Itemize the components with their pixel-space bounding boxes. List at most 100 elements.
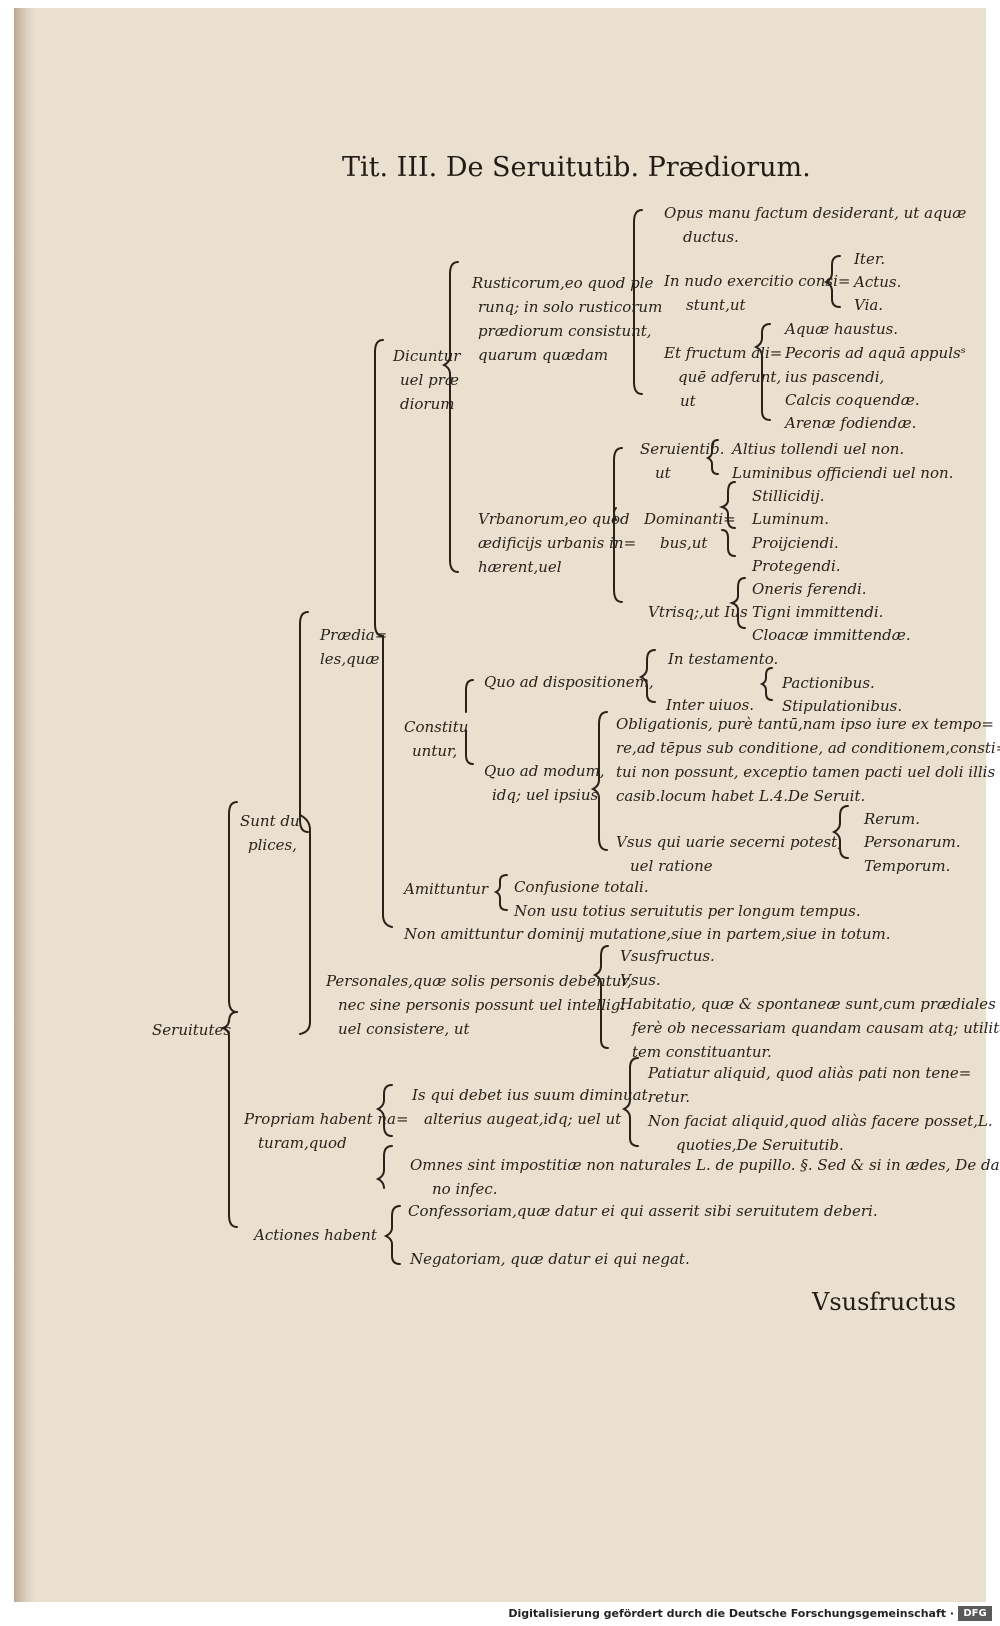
tree-node: Luminibus officiendi uel non. — [732, 464, 954, 482]
tree-node: ius pascendi, — [785, 368, 885, 386]
tree-node: Seruientib. — [640, 440, 725, 458]
tree-node: quē adferunt, — [678, 368, 782, 386]
tree-node: Vsus. — [620, 971, 661, 989]
tree-node: Luminum. — [752, 510, 829, 528]
tree-node: les,quæ — [320, 650, 380, 668]
tree-node: runq; in solo rusticorum — [478, 298, 663, 316]
tree-node: Rusticorum,eo quod ple — [472, 274, 654, 292]
tree-node: In nudo exercitio consi= — [664, 272, 851, 290]
tree-node: ædificijs urbanis in= — [478, 534, 637, 552]
tree-node: no infec. — [432, 1180, 498, 1198]
footer-bar: Digitalisierung gefördert durch die Deut… — [0, 1603, 1000, 1626]
page-title: Tit. III. De Seruitutib. Prædiorum. — [342, 152, 811, 183]
tree-node: Pactionibus. — [782, 674, 875, 692]
tree-node: Sunt du — [240, 812, 300, 830]
tree-node: Oneris ferendi. — [752, 580, 867, 598]
brace-stillicidij — [718, 481, 736, 529]
tree-node: Dicuntur — [393, 347, 461, 365]
brace-sunt-right — [299, 814, 311, 1035]
tree-node: hærent,uel — [478, 558, 562, 576]
tree-node: Non amittuntur dominij mutatione,siue in… — [404, 925, 891, 943]
brace-rusticorum — [441, 261, 459, 573]
tree-node: idq; uel ipsius — [492, 786, 599, 804]
tree-node: Rerum. — [864, 810, 920, 828]
brace-altius — [705, 439, 719, 475]
tree-node: re,ad tēpus sub conditione, ad condition… — [616, 739, 1000, 757]
footer-text: Digitalisierung gefördert durch die Deut… — [508, 1607, 954, 1620]
tree-node: ut — [680, 392, 696, 410]
tree-node: Confusione totali. — [514, 878, 649, 896]
catchword: Vsusfructus — [812, 1288, 957, 1316]
tree-node: uel ratione — [630, 857, 713, 875]
tree-node: Opus manu factum desiderant, ut aquæ — [664, 204, 967, 222]
tree-node: tem constituantur. — [632, 1043, 772, 1061]
tree-node: Prædia= — [320, 626, 388, 644]
brace-patiatur — [621, 1057, 639, 1147]
brace-constitu-lower — [465, 729, 474, 765]
book-page — [14, 8, 986, 1602]
brace-rerum — [831, 805, 849, 859]
tree-node: Constitu — [404, 718, 469, 736]
tree-node: Dominanti= — [644, 510, 736, 528]
brace-dicuntur — [374, 339, 384, 637]
tree-node: Amittuntur — [404, 880, 489, 898]
tree-node: Vsusfructus. — [620, 947, 715, 965]
tree-node: casib.locum habet L.4.De Seruit. — [616, 787, 866, 805]
brace-constitu — [465, 679, 474, 713]
brace-is-qui — [375, 1084, 393, 1137]
brace-iter — [823, 255, 841, 308]
tree-node: Omnes sint impostitiæ non naturales L. d… — [410, 1156, 1000, 1174]
tree-node: uel consistere, ut — [338, 1020, 470, 1038]
tree-node: Temporum. — [864, 857, 951, 875]
tree-node: Protegendi. — [752, 557, 841, 575]
tree-node: bus,ut — [660, 534, 708, 552]
tree-node: ductus. — [683, 228, 739, 246]
tree-node: Quo ad modum, — [484, 762, 605, 780]
brace-confessoriam — [383, 1205, 401, 1265]
tree-node: Cloacæ immittendæ. — [752, 626, 911, 644]
tree-node: Obligationis, purè tantū,nam ipso iure e… — [616, 715, 994, 733]
tree-node: Propriam habent na= — [244, 1110, 409, 1128]
tree-node: Actiones habent — [254, 1226, 377, 1244]
tree-node: Patiatur aliquid, quod aliàs pati non te… — [648, 1064, 972, 1082]
page-gutter-shadow — [14, 8, 36, 1602]
tree-node: Negatoriam, quæ datur ei qui negat. — [410, 1250, 690, 1268]
brace-praediales-bottom — [382, 635, 393, 928]
tree-node: Seruitutes — [152, 1021, 232, 1039]
tree-node: quoties,De Seruitutib. — [676, 1136, 844, 1154]
brace-seruitutes — [219, 1011, 238, 1228]
tree-node: prædiorum consistunt, — [478, 322, 652, 340]
tree-node: Non usu totius seruitutis per longum tem… — [514, 902, 861, 920]
brace-amittuntur — [493, 874, 508, 911]
tree-node: Is qui debet ius suum diminuat, — [412, 1086, 653, 1104]
tree-node: ut — [655, 464, 671, 482]
tree-node: Actus. — [854, 273, 902, 291]
tree-node: plices, — [248, 836, 297, 854]
tree-node: ferè ob necessariam quandam causam atq; … — [632, 1019, 1000, 1037]
tree-node: Et fructum ali= — [664, 344, 783, 362]
tree-node: Non faciat aliquid,quod aliàs facere pos… — [648, 1112, 993, 1130]
brace-pactionibus — [759, 667, 773, 701]
tree-node: nec sine personis possunt uel intelligi — [338, 996, 626, 1014]
tree-node: Arenæ fodiendæ. — [785, 414, 917, 432]
tree-node: Inter uiuos. — [666, 696, 755, 714]
tree-node: Confessoriam,quæ datur ei qui asserit si… — [408, 1202, 878, 1220]
tree-node: In testamento. — [668, 650, 779, 668]
tree-node: Altius tollendi uel non. — [732, 440, 905, 458]
brace-aqua — [753, 323, 771, 421]
brace-vsusfructus — [592, 945, 609, 1049]
brace-urbanorum — [613, 447, 623, 603]
brace-oneris — [728, 577, 746, 629]
tree-node: Habitatio, quæ & spontaneæ sunt,cum præd… — [620, 995, 996, 1013]
tree-node: Personales,quæ solis personis debentur, — [326, 972, 632, 990]
tree-node: Vsus qui uarie secerni potest, — [616, 833, 842, 851]
brace-proijciendi — [721, 529, 736, 557]
tree-node: uel præ — [400, 371, 459, 389]
tree-node: Quo ad dispositionem, — [484, 673, 654, 691]
tree-node: retur. — [648, 1088, 691, 1106]
brace-vrbanorum-left — [613, 507, 617, 521]
brace-praediales — [299, 611, 309, 833]
tree-node: Stillicidij. — [752, 487, 825, 505]
tree-node: quarum quædam — [478, 346, 609, 364]
